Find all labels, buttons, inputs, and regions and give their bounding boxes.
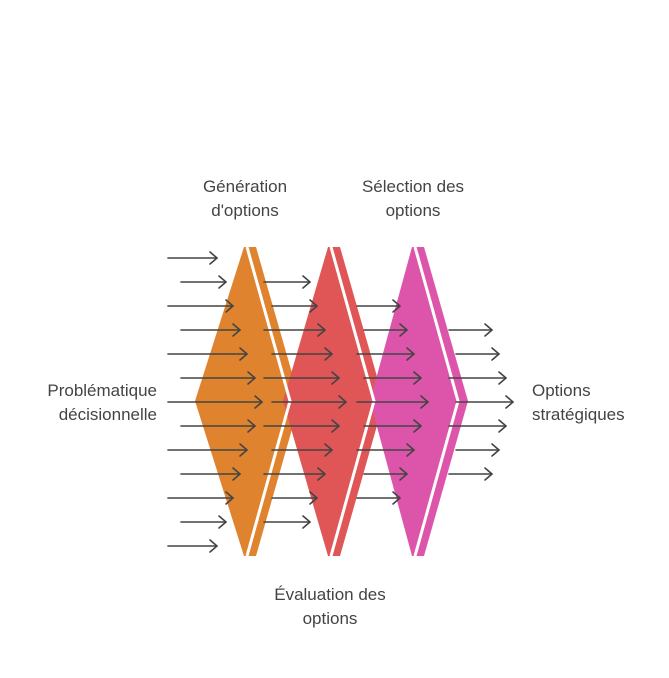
right-arrow-icon: [180, 275, 227, 289]
stage-divider-lines: [245, 246, 460, 557]
right-arrow-icon: [356, 395, 429, 409]
right-arrow-icon: [167, 395, 263, 409]
right-arrow-icon: [363, 371, 422, 385]
right-arrow-icon: [180, 419, 256, 433]
right-arrow-icon: [271, 443, 333, 457]
right-arrow-icon: [263, 515, 311, 529]
right-arrow-icon: [363, 419, 422, 433]
right-arrow-icon: [448, 371, 507, 385]
right-arrow-icon: [271, 347, 333, 361]
label-outcome-line1: Options: [532, 381, 591, 400]
right-arrow-icon: [271, 299, 318, 313]
label-problem-line2: décisionnelle: [58, 405, 157, 424]
right-arrow-icon: [180, 371, 256, 385]
right-arrow-icon: [180, 467, 241, 481]
right-arrow-icon: [363, 323, 408, 337]
right-arrow-icon: [363, 467, 408, 481]
label-selection-line1: Sélection des: [361, 177, 465, 196]
label-generation-line1: Génération: [202, 177, 288, 196]
label-selection-line2: options: [385, 201, 441, 220]
label-problem-line1: Problématique: [47, 381, 157, 400]
right-arrow-icon: [263, 467, 326, 481]
right-arrow-icon: [271, 395, 347, 409]
label-outcome-line2: stratégiques: [532, 405, 625, 424]
right-arrow-icon: [356, 299, 401, 313]
right-arrow-icon: [455, 443, 500, 457]
right-arrow-icon: [167, 491, 234, 505]
right-arrow-icon: [167, 443, 248, 457]
right-arrow-icon: [167, 347, 248, 361]
label-generation: Génération d'options: [180, 175, 310, 223]
right-arrow-icon: [448, 419, 507, 433]
label-problem: Problématique décisionnelle: [10, 379, 157, 427]
right-arrow-icon: [263, 275, 311, 289]
right-arrow-icon: [356, 347, 415, 361]
right-arrow-icon: [448, 323, 493, 337]
right-arrow-icon: [167, 539, 218, 553]
right-arrow-icon: [180, 515, 227, 529]
label-generation-line2: d'options: [211, 201, 279, 220]
right-arrow-icon: [448, 467, 493, 481]
right-arrow-icon: [167, 251, 218, 265]
right-arrow-icon: [263, 323, 326, 337]
right-arrow-icon: [180, 323, 241, 337]
right-arrow-icon: [263, 371, 340, 385]
label-evaluation-line2: options: [302, 609, 358, 628]
right-arrow-icon: [455, 395, 514, 409]
label-evaluation: Évaluation des options: [250, 583, 410, 631]
label-evaluation-line1: Évaluation des: [274, 585, 386, 604]
right-arrow-icon: [167, 299, 234, 313]
label-selection: Sélection des options: [338, 175, 488, 223]
arrow-layer-front: [167, 251, 514, 553]
right-arrow-icon: [263, 419, 340, 433]
right-arrow-icon: [356, 443, 415, 457]
label-outcome: Options stratégiques: [532, 379, 662, 427]
right-arrow-icon: [356, 491, 401, 505]
right-arrow-icon: [271, 491, 318, 505]
right-arrow-icon: [455, 347, 500, 361]
